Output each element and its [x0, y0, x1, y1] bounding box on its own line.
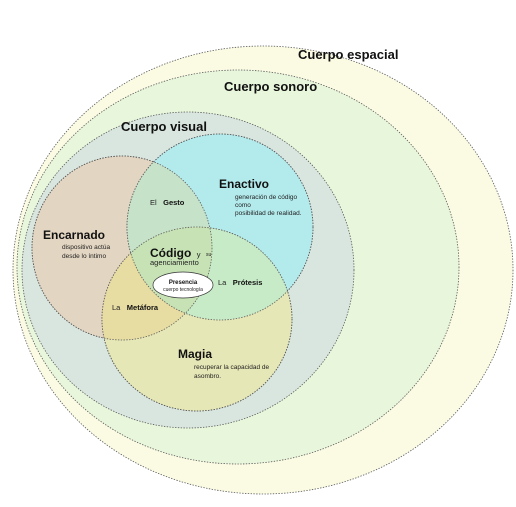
- presencia-subtitle: cuerpo tecnología: [163, 287, 203, 293]
- presencia-ellipse: [152, 271, 214, 299]
- encarnado-desc-1: dispositivo actúa: [62, 244, 110, 251]
- metafora-label: La Metáfora: [112, 297, 159, 314]
- gesto-prefix: El: [150, 198, 157, 207]
- enactivo-title: Enactivo: [219, 177, 269, 191]
- gesto-label: El Gesto: [150, 192, 185, 209]
- enactivo-outline: [126, 133, 314, 321]
- metafora-prefix: La: [112, 303, 121, 312]
- codigo-label: Código y su: [150, 244, 211, 261]
- encarnado-outline: [31, 155, 213, 341]
- codigo-connector: y: [197, 250, 201, 259]
- metafora-word: Metáfora: [127, 303, 159, 312]
- enactivo-desc-2: como: [235, 202, 251, 209]
- gesto-word: Gesto: [163, 198, 185, 207]
- cuerpo-visual-label: Cuerpo visual: [121, 119, 207, 134]
- protesis-prefix: La: [218, 278, 227, 287]
- magia-outline: [101, 226, 293, 412]
- presencia-title: Presencia: [169, 280, 198, 286]
- magia-desc-2: asombro.: [194, 373, 221, 380]
- codigo-su: su: [206, 252, 212, 258]
- enactivo-desc-1: generación de código: [235, 194, 298, 201]
- encarnado-title: Encarnado: [43, 228, 105, 242]
- protesis-word: Prótesis: [233, 278, 263, 287]
- cuerpo-sonoro-label: Cuerpo sonoro: [224, 79, 317, 94]
- codigo-sub: agenciamiento: [150, 258, 199, 267]
- cuerpo-espacial-label: Cuerpo espacial: [298, 47, 398, 62]
- encarnado-desc-2: desde lo íntimo: [62, 253, 106, 260]
- enactivo-desc-3: posibilidad de realidad.: [235, 210, 302, 217]
- protesis-label: La Prótesis: [218, 272, 262, 289]
- codigo-word: Código: [150, 246, 191, 260]
- magia-desc-1: recuperar la capacidad de: [194, 364, 270, 371]
- magia-title: Magia: [178, 347, 212, 361]
